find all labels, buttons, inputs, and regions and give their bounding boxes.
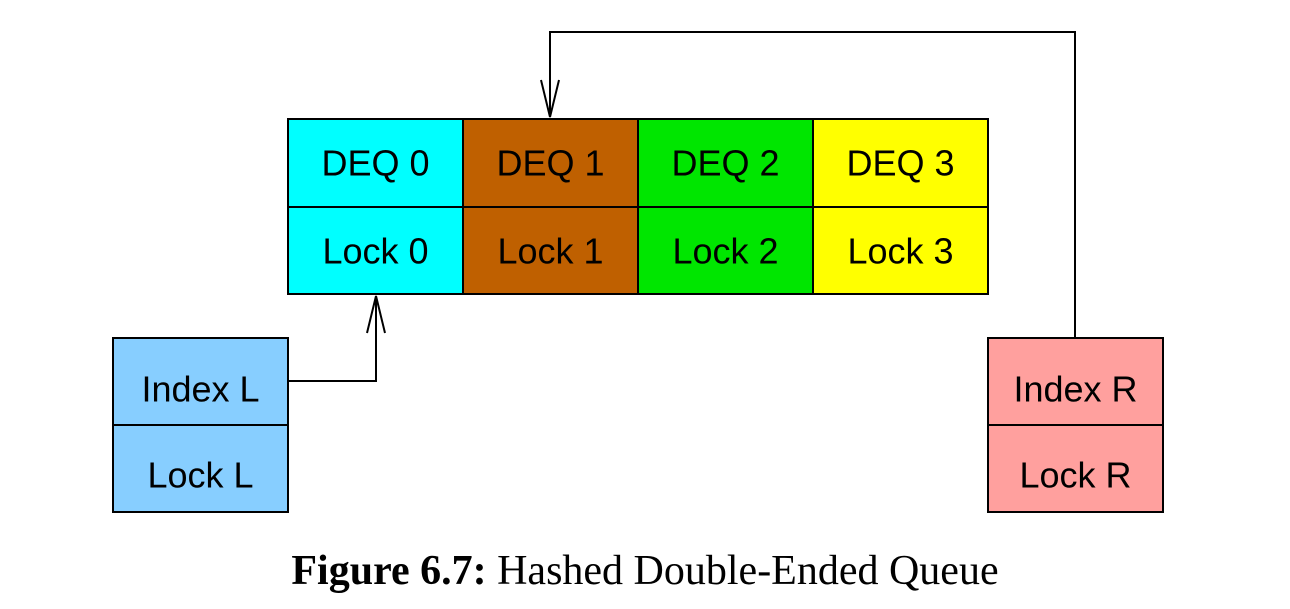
lock-l-cell — [112, 424, 289, 513]
deq-label-3: DEQ 3 — [846, 143, 954, 184]
index-r-arrow — [549, 31, 1076, 338]
deq-cell-2 — [637, 118, 814, 208]
deq-label-2: DEQ 2 — [671, 143, 779, 184]
index-l-arrowhead — [366, 295, 386, 334]
index-r-cell — [987, 337, 1164, 426]
deq-cell-0 — [287, 118, 464, 208]
index-l-label: Index L — [141, 369, 259, 410]
lock-cell-1 — [462, 206, 639, 295]
index-r-arrowhead — [540, 79, 560, 118]
index-l-arrow — [288, 298, 377, 382]
deq-cell-3 — [812, 118, 989, 208]
index-r-label: Index R — [1013, 369, 1137, 410]
figure-caption: Figure 6.7: Hashed Double-Ended Queue — [0, 546, 1290, 596]
figure-number: Figure 6.7: — [291, 548, 487, 594]
deq-cell-1 — [462, 118, 639, 208]
lock-l-label: Lock L — [147, 455, 253, 496]
lock-cell-0 — [287, 206, 464, 295]
deq-label-1: DEQ 1 — [496, 143, 604, 184]
lock-label-3: Lock 3 — [847, 231, 953, 272]
lock-label-0: Lock 0 — [322, 231, 428, 272]
lock-cell-3 — [812, 206, 989, 295]
figure-title: Hashed Double-Ended Queue — [497, 548, 999, 594]
lock-r-cell — [987, 424, 1164, 513]
lock-label-1: Lock 1 — [497, 231, 603, 272]
deq-label-0: DEQ 0 — [321, 143, 429, 184]
lock-cell-2 — [637, 206, 814, 295]
lock-r-label: Lock R — [1019, 455, 1131, 496]
lock-label-2: Lock 2 — [672, 231, 778, 272]
